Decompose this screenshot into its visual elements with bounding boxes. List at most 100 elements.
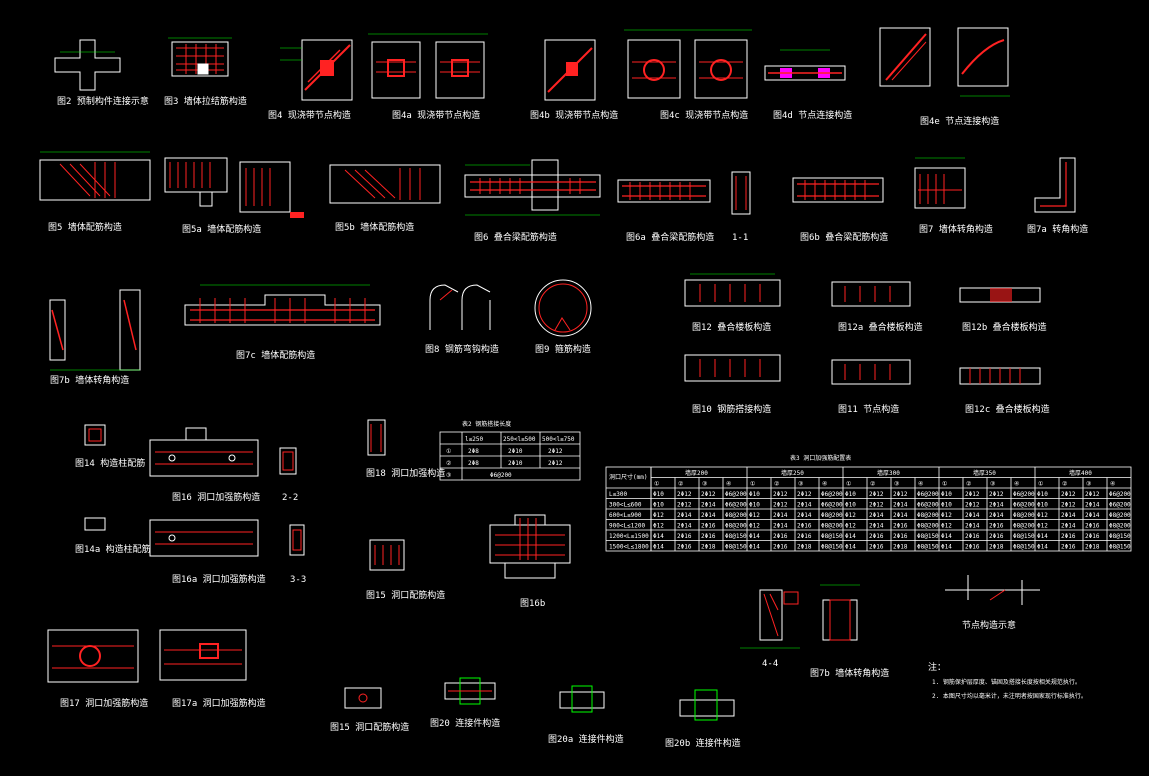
detail-f21 <box>820 584 860 641</box>
detail-f5b <box>329 164 441 204</box>
table3-cell: Φ10 <box>845 502 856 509</box>
table3-cell: 2Φ14 <box>869 512 884 519</box>
table3-cell: 2Φ14 <box>773 523 788 530</box>
table3-cell: Φ8@200 <box>1109 523 1131 530</box>
table3-subheader: ① <box>942 481 947 488</box>
table3-cell: 2Φ14 <box>773 512 788 519</box>
table3-cell: 2Φ14 <box>677 523 692 530</box>
table-2: 表2 钢筋搭接长度 l≤250 250<l≤500 500<l≤750 ① 2Φ… <box>439 420 581 481</box>
svg-text:③: ③ <box>446 472 451 479</box>
svg-text:2Φ12: 2Φ12 <box>548 448 563 455</box>
detail-f5 <box>39 151 151 201</box>
table3-cell: Φ12 <box>941 523 952 530</box>
caption-f8: 图8 钢筋弯钩构造 <box>425 343 499 355</box>
detail-f4b <box>544 39 596 101</box>
table3-cell: Φ10 <box>653 491 664 498</box>
caption-f3: 图3 墙体拉结筋构造 <box>164 95 247 107</box>
table3-cell: 2Φ16 <box>893 523 908 530</box>
table3-cell: 2Φ14 <box>701 502 716 509</box>
detail-f7a <box>1034 157 1076 213</box>
section-3-3: 3-3 <box>290 575 306 585</box>
table3-cell: Φ12 <box>941 512 952 519</box>
table3-cell: Φ6@200 <box>1109 491 1131 498</box>
table3-cell: Φ8@150 <box>917 544 939 551</box>
detail-f12 <box>684 273 781 382</box>
caption-f18: 图18 洞口加强构造 <box>366 467 445 479</box>
table3-group-header: 墙厚350 <box>973 469 996 477</box>
caption-f11: 图11 节点构造 <box>838 403 899 415</box>
svg-text:2Φ12: 2Φ12 <box>548 460 563 467</box>
detail-f15 <box>367 419 405 571</box>
table3-cell: Φ12 <box>1037 523 1048 530</box>
table3-cell: 2Φ16 <box>701 523 716 530</box>
caption-f17a: 图17a 洞口加强筋构造 <box>172 697 266 709</box>
caption-f12a: 图12a 叠合楼板构造 <box>838 321 923 333</box>
detail-node <box>945 575 1040 605</box>
table3-cell: Φ14 <box>941 533 952 540</box>
detail-f4c <box>624 29 752 99</box>
table3-cell: Φ8@150 <box>1109 533 1131 540</box>
table3-cell: Φ8@200 <box>1013 512 1035 519</box>
table3-cell: 2Φ12 <box>869 502 884 509</box>
table3-cell: 2Φ14 <box>965 523 980 530</box>
table3-subheader: ② <box>1062 481 1067 488</box>
caption-f6a: 图6a 叠合梁配筋构造 <box>626 231 714 243</box>
table3-cell: Φ6@200 <box>725 491 747 498</box>
table3-subheader: ③ <box>798 481 803 488</box>
table3-cell: Φ8@200 <box>725 523 747 530</box>
table3-cell: Φ14 <box>749 544 760 551</box>
caption-f20b: 图20b 连接件构造 <box>665 737 741 749</box>
table3-cell: 2Φ18 <box>989 544 1004 551</box>
svg-text:250<l≤500: 250<l≤500 <box>503 436 536 443</box>
caption-f12c: 图12c 叠合楼板构造 <box>965 403 1050 415</box>
table3-cell: Φ6@200 <box>917 502 939 509</box>
table3-subheader: ④ <box>1110 481 1115 488</box>
caption-f4a: 图4a 现浇带节点构造 <box>392 109 480 121</box>
table3-cell: Φ8@200 <box>917 523 939 530</box>
detail-f16b <box>489 514 571 579</box>
detail-f9 <box>534 279 592 337</box>
table3-cell: Φ14 <box>749 533 760 540</box>
table3-cell: Φ8@200 <box>821 523 843 530</box>
caption-f14a: 图14a 构造柱配筋 <box>75 543 151 555</box>
caption-f20a: 图20a 连接件构造 <box>548 733 624 745</box>
table3-cell: Φ10 <box>1037 502 1048 509</box>
table3-cell: 2Φ14 <box>1061 512 1076 519</box>
table3-cell: 2Φ16 <box>869 533 884 540</box>
table3-cell: Φ8@200 <box>1013 523 1035 530</box>
table3-cell: Φ12 <box>749 512 760 519</box>
table3-cell: 2Φ12 <box>701 491 716 498</box>
table3-cell: Φ12 <box>653 523 664 530</box>
caption-f12: 图12 叠合楼板构造 <box>692 321 771 333</box>
table3-cell: 2Φ14 <box>989 502 1004 509</box>
table3-cell: Φ8@150 <box>821 544 843 551</box>
table3-cell: 2Φ14 <box>869 523 884 530</box>
detail-f20b <box>679 689 735 721</box>
table3-cell: 2Φ14 <box>677 512 692 519</box>
caption-f5b: 图5b 墙体配筋构造 <box>335 221 414 233</box>
table3-subheader: ③ <box>702 481 707 488</box>
table3-cell: Φ14 <box>1037 533 1048 540</box>
table3-cell: Φ6@200 <box>1013 502 1035 509</box>
detail-4-4 <box>740 589 800 649</box>
table3-cell: 2Φ14 <box>893 502 908 509</box>
table3-cell: Φ6@200 <box>821 491 843 498</box>
table3-cell: Φ12 <box>1037 512 1048 519</box>
table3-cell: 2Φ16 <box>989 523 1004 530</box>
caption-f9: 图9 箍筋构造 <box>535 343 591 355</box>
table3-cell: Φ14 <box>845 533 856 540</box>
table3-cell: Φ6@200 <box>917 491 939 498</box>
table3-cell: Φ12 <box>845 512 856 519</box>
table3-cell: Φ6@200 <box>725 502 747 509</box>
table3-cell: 2Φ16 <box>797 533 812 540</box>
detail-f6 <box>464 159 601 216</box>
table3-subheader: ② <box>678 481 683 488</box>
detail-f5a <box>164 157 304 218</box>
caption-f15: 图15 洞口配筋构造 <box>366 589 445 601</box>
table3-cell: 2Φ14 <box>1061 523 1076 530</box>
table3-subheader: ③ <box>990 481 995 488</box>
table3-cell: 2Φ12 <box>1061 491 1076 498</box>
table3-cell: 2Φ16 <box>1061 544 1076 551</box>
detail-f4e <box>879 27 1010 97</box>
